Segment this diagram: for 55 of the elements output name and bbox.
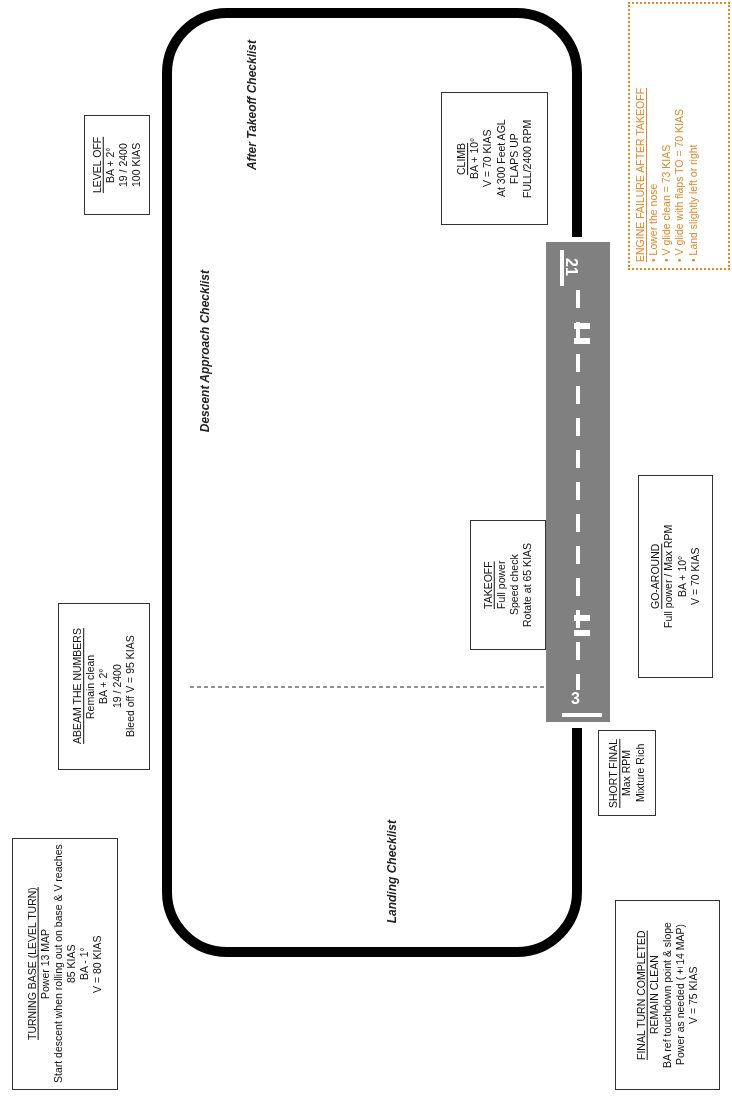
box-heading: FINAL TURN COMPLETED bbox=[634, 930, 648, 1060]
box-text: • Land slightly left or right bbox=[686, 144, 700, 262]
box-text: Power 13 MAP bbox=[38, 929, 52, 999]
runway-number: 21 bbox=[561, 258, 580, 276]
note-box bbox=[58, 603, 150, 770]
box-text: Max RPM bbox=[620, 749, 634, 797]
box-heading: ENGINE FAILURE AFTER TAKEOFF bbox=[634, 87, 647, 262]
box-text: Rotate at 65 KIAS bbox=[521, 542, 535, 628]
box-text: V = 70 KIAS bbox=[688, 547, 702, 606]
box-heading: TAKEOFF bbox=[481, 561, 495, 609]
box-text: Full power bbox=[494, 560, 508, 610]
box-text: V = 70 KIAS bbox=[481, 129, 495, 188]
box-text: Power as needed (±14 MAP) bbox=[674, 924, 688, 1066]
box-text: 19 / 2400 bbox=[117, 143, 130, 187]
box-text: BA + 2° bbox=[97, 668, 111, 705]
box-heading: CLIMB bbox=[455, 142, 469, 175]
box-heading: GO-AROUND bbox=[649, 543, 663, 610]
box-text: Full power / Max RPM bbox=[662, 524, 676, 629]
checklist-note: Descent Approach Checklist bbox=[198, 270, 213, 433]
checklist-note: After Takeoff Checklist bbox=[245, 40, 260, 171]
box-heading: TURNING BASE (LEVEL TURN) bbox=[25, 887, 39, 1041]
box-text: • Lower the nose bbox=[647, 183, 661, 262]
box-text: 19 / 2400 bbox=[110, 664, 124, 709]
box-text: REMAIN CLEAN bbox=[647, 955, 661, 1035]
warning-note-box bbox=[628, 2, 730, 270]
box-text: V = 75 KIAS bbox=[687, 966, 701, 1024]
checklist-note: Landing Checklist bbox=[385, 820, 400, 924]
note-box bbox=[84, 115, 150, 215]
box-text: BA + 2° bbox=[103, 147, 117, 183]
box-text: At 300 Feet AGL bbox=[494, 119, 508, 198]
box-text: V = 80 KIAS bbox=[91, 935, 105, 993]
box-text: BA + 10° bbox=[468, 137, 482, 180]
box-text: Bleed off V = 95 KIAS bbox=[123, 635, 137, 738]
box-text: BA ref touchdown point & slope bbox=[660, 922, 674, 1068]
box-text: Remain clean bbox=[84, 654, 98, 719]
note-box bbox=[615, 900, 720, 1090]
box-heading: ABEAM THE NUMBERS bbox=[71, 628, 85, 745]
box-text: • V glide with flaps TO = 70 KIAS bbox=[673, 109, 687, 262]
box-text: 100 KIAS bbox=[130, 142, 144, 188]
box-text: Mixture Rich bbox=[633, 743, 647, 803]
box-heading: LEVEL OFF bbox=[90, 136, 104, 194]
box-text: FULL/2400 RPM bbox=[520, 119, 534, 198]
note-box bbox=[12, 838, 118, 1090]
box-text: BA + 10° bbox=[675, 555, 689, 598]
note-box bbox=[638, 475, 713, 678]
note-box bbox=[441, 92, 548, 225]
box-heading: SHORT FINAL bbox=[607, 738, 621, 808]
note-box bbox=[470, 520, 546, 650]
box-text: Start descent when rolling out on base & V reaches 85 KIAS bbox=[51, 843, 78, 1086]
box-text: • V glide clean = 73 KIAS bbox=[660, 144, 674, 262]
runway-number: 3 bbox=[571, 690, 580, 708]
box-text: Speed check bbox=[508, 554, 521, 616]
box-text: BA - 1° bbox=[78, 947, 92, 981]
box-text: FLAPS UP bbox=[507, 133, 521, 184]
note-box bbox=[598, 730, 656, 816]
